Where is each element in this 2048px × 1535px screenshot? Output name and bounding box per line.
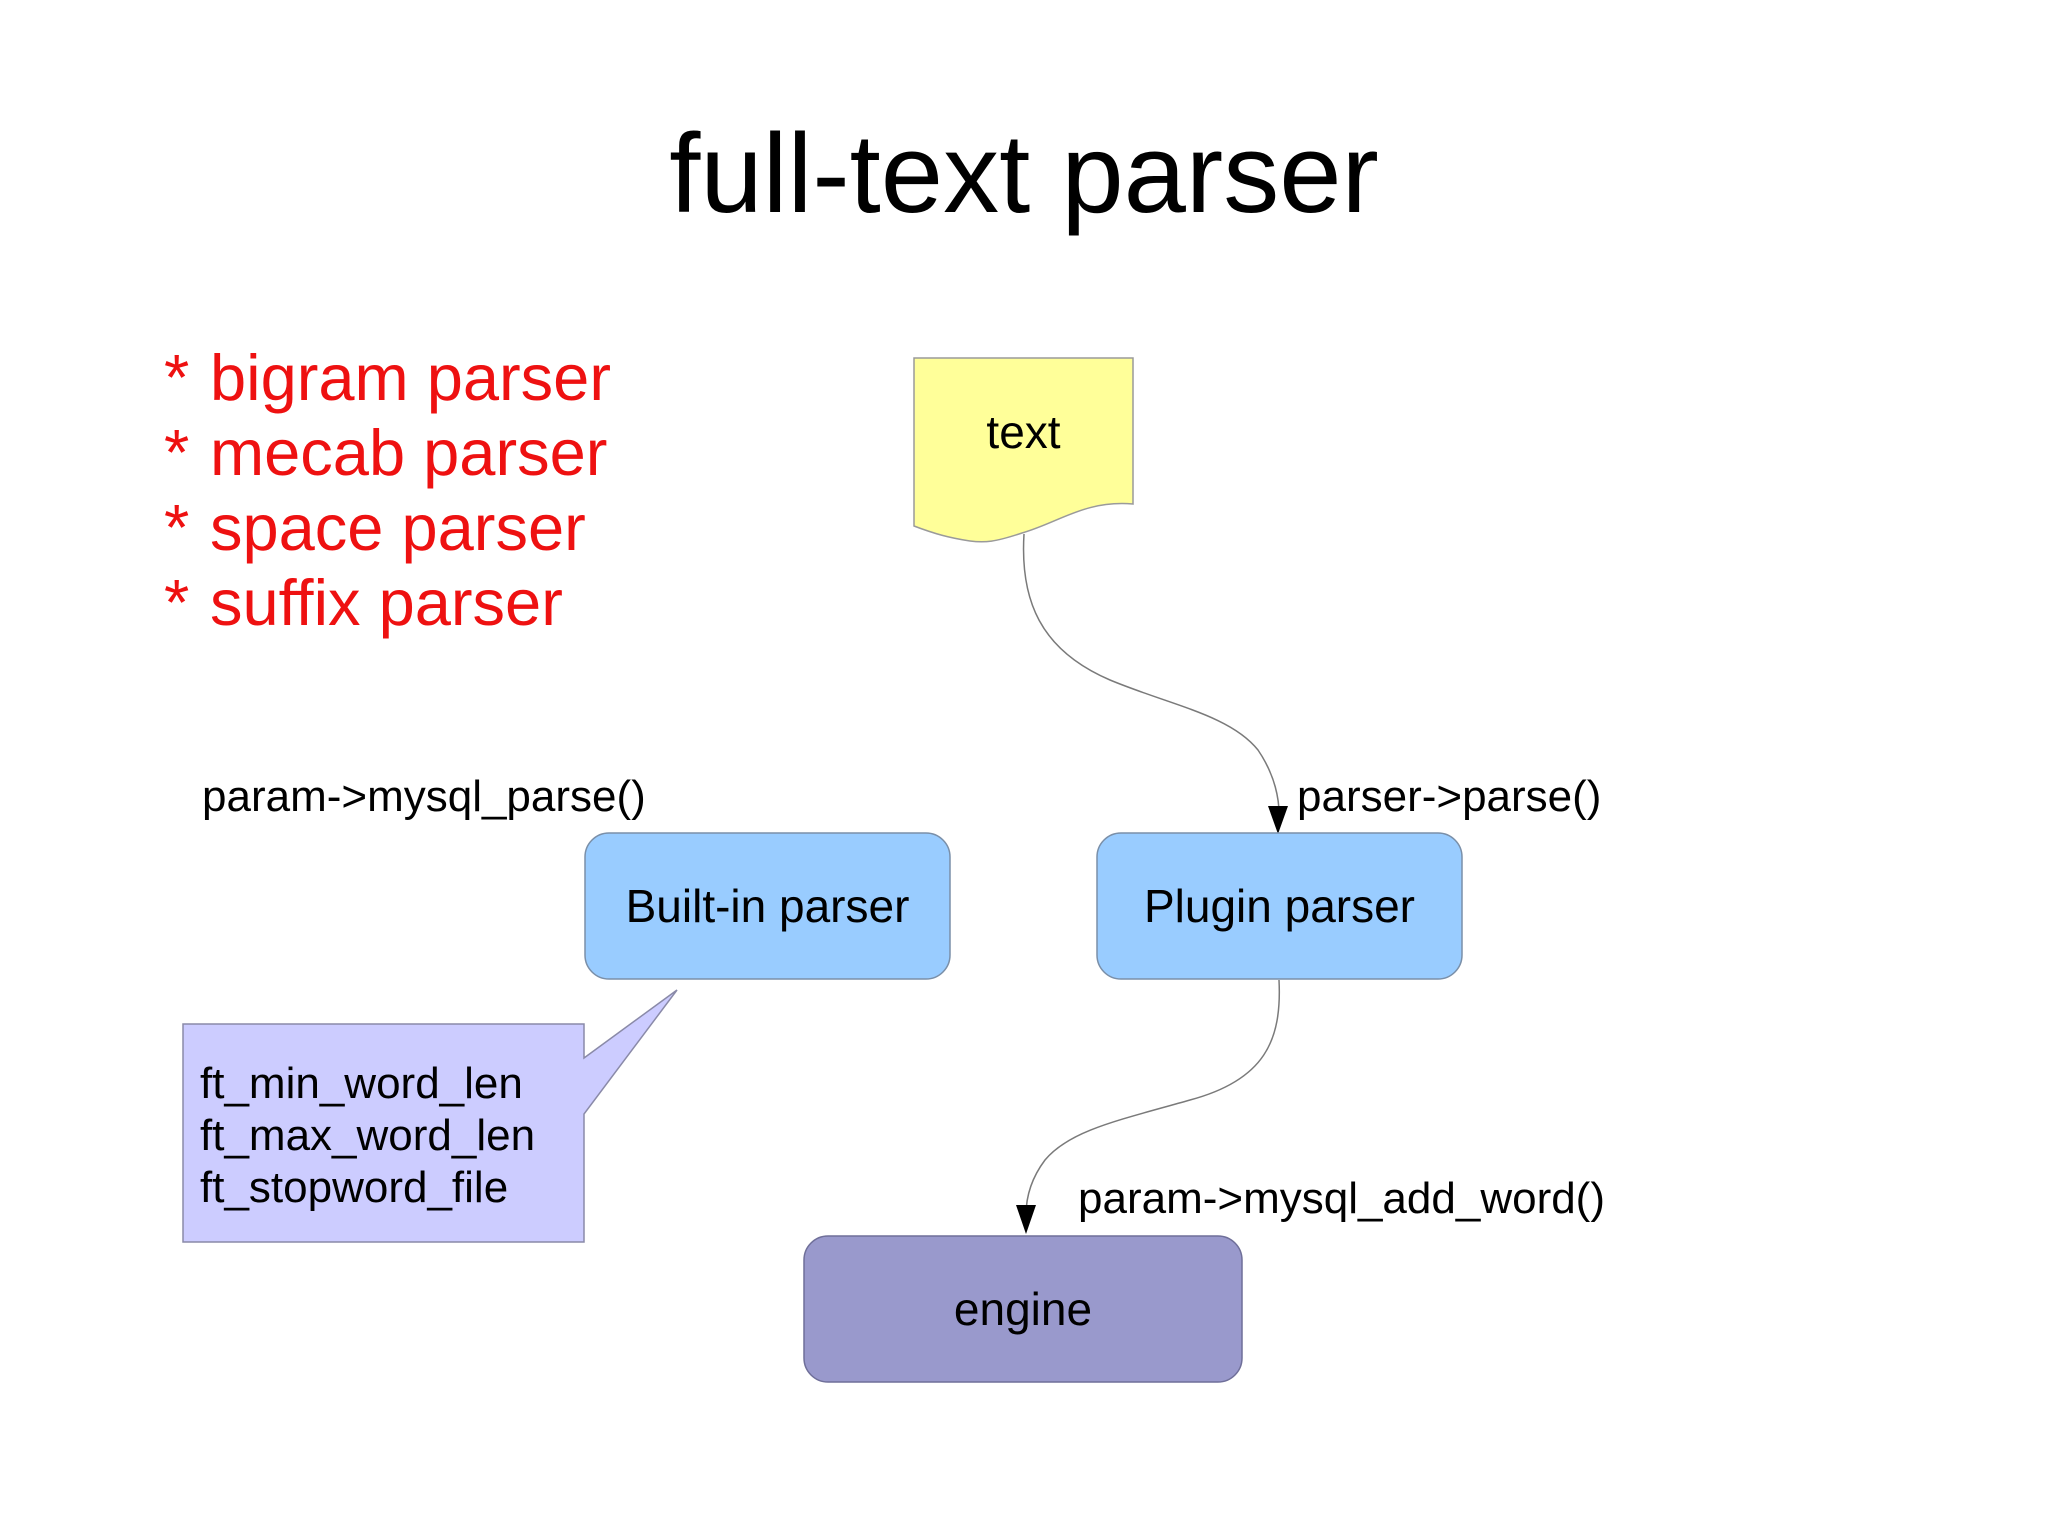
arrowhead-icon — [1016, 1205, 1036, 1234]
list-item-label: space parser — [210, 491, 586, 564]
builtin-call-label: param->mysql_parse() — [202, 772, 646, 821]
list-item-label: mecab parser — [210, 416, 608, 489]
callout-note-shape — [182, 989, 678, 1243]
list-item-label: suffix parser — [210, 566, 563, 639]
list-item: ft_max_word_len — [200, 1111, 536, 1160]
engine-label: engine — [953, 1283, 1093, 1335]
list-item: * bigram parser — [164, 340, 611, 415]
slide-title: full-text parser — [669, 111, 1379, 236]
arrowhead-icon — [1268, 806, 1288, 834]
text-document-shape — [913, 357, 1134, 543]
builtin-parser-label: Built-in parser — [625, 880, 910, 932]
list-item: * suffix parser — [164, 565, 611, 640]
bullet-marker: * — [164, 566, 190, 639]
bullet-marker: * — [164, 341, 190, 414]
bullet-marker: * — [164, 491, 190, 564]
list-item: * space parser — [164, 490, 611, 565]
bullet-marker: * — [164, 416, 190, 489]
list-item: ft_stopword_file — [200, 1163, 509, 1212]
list-item: ft_min_word_len — [200, 1059, 523, 1108]
plugin-parser-shape — [1096, 832, 1463, 980]
list-item-label: bigram parser — [210, 341, 611, 414]
edge-plugin-to-engine — [1025, 979, 1281, 1216]
parser-type-list: * bigram parser * mecab parser * space pars… — [164, 340, 611, 640]
edge-text-to-plugin — [1022, 533, 1280, 821]
text-to-plugin-label: parser->parse() — [1297, 772, 1602, 821]
builtin-parser-shape — [584, 832, 951, 980]
plugin-parser-label: Plugin parser — [1143, 880, 1416, 932]
plugin-to-engine-label: param->mysql_add_word() — [1078, 1174, 1605, 1223]
text-node-label: text — [986, 406, 1061, 458]
engine-shape — [803, 1235, 1243, 1383]
config-variable-list: ft_min_word_len ft_max_word_len ft_stopw… — [200, 1058, 535, 1214]
list-item: * mecab parser — [164, 415, 611, 490]
